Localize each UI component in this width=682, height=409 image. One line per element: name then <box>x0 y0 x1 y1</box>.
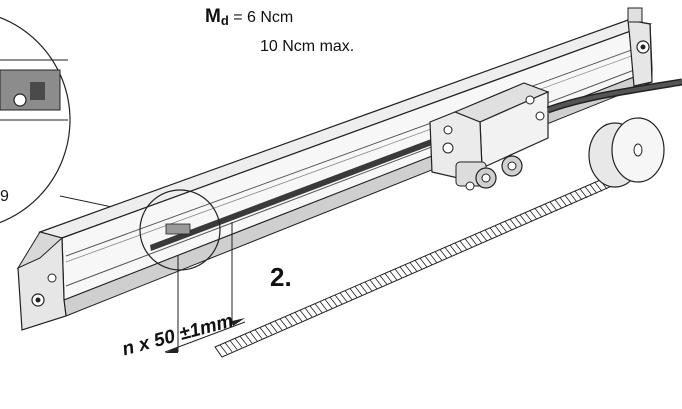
tape-tick <box>594 182 603 192</box>
tape-tick <box>224 342 233 352</box>
detail-circle <box>139 189 221 271</box>
tape-tick <box>279 318 288 329</box>
tape-tick <box>489 227 498 238</box>
tape-tick <box>309 305 318 316</box>
tape-tick <box>254 329 263 339</box>
torque-nominal-value: = 6 Ncm <box>228 9 294 26</box>
tape-tick <box>329 296 338 307</box>
tape-tick <box>454 242 463 253</box>
tape-tick <box>559 197 568 207</box>
tape-tick <box>564 195 573 205</box>
tape-tick <box>324 299 333 309</box>
tape-tick <box>569 192 578 203</box>
tape-reel-icon <box>588 117 665 188</box>
tape-tick <box>499 223 508 233</box>
tape-tick <box>374 277 383 287</box>
tape-tick <box>239 335 248 346</box>
tape-tick <box>334 294 343 305</box>
tape-tick <box>299 309 308 320</box>
tape-tick <box>539 205 548 216</box>
tape-tick <box>259 327 268 337</box>
tape-tick <box>379 275 388 285</box>
tape-tick <box>349 288 358 298</box>
left-end-cap <box>16 231 67 331</box>
tape-tick <box>584 186 593 196</box>
tape-tick <box>274 320 283 331</box>
tape-tick <box>544 203 553 214</box>
tape-tick <box>244 333 253 344</box>
tape-tick <box>404 264 413 274</box>
detail-partial-label: 9 <box>0 188 9 205</box>
tape-tick <box>459 240 468 251</box>
tape-tick <box>389 270 398 281</box>
tape-tick <box>354 286 363 296</box>
torque-max-label: 10 Ncm max. <box>260 38 355 55</box>
detail-magnifier <box>0 16 151 224</box>
tape-tick <box>484 229 493 240</box>
tape-tick <box>249 331 258 342</box>
measuring-tape <box>214 177 613 358</box>
cable <box>546 78 682 114</box>
tape-tick <box>384 273 393 283</box>
tape-tick <box>229 340 238 350</box>
tape-tick <box>509 218 518 229</box>
tape-tick <box>479 231 488 242</box>
tape-tick <box>424 255 433 266</box>
tape-tick <box>294 312 303 322</box>
tape-tick <box>289 314 298 324</box>
dimension-lines <box>164 222 246 353</box>
encoder-housing <box>38 19 653 317</box>
tape-tick <box>519 214 528 225</box>
tape-tick <box>364 281 373 292</box>
tape-tick <box>264 325 273 335</box>
right-end-cap <box>627 7 653 87</box>
tape-tick <box>284 316 293 326</box>
tape-tick <box>449 244 458 255</box>
tape-tick <box>269 322 278 333</box>
tape-tick <box>589 184 598 194</box>
tape-tick <box>514 216 523 227</box>
tape-tick <box>529 210 538 220</box>
tape-tick <box>574 190 583 201</box>
tape-tick <box>579 188 588 199</box>
torque-nominal-label: Md = 6 Ncm <box>205 6 293 28</box>
plug-connectors-icon <box>455 155 523 191</box>
tape-tick <box>314 303 323 313</box>
tape-tick <box>394 268 403 279</box>
tape-tick <box>339 292 348 303</box>
tape-tick <box>369 279 378 290</box>
tape-tick <box>474 234 483 244</box>
tape-tick <box>429 253 438 264</box>
step-number: 2. <box>270 262 292 292</box>
torque-symbol: M <box>205 6 221 27</box>
tape-tick <box>419 257 428 268</box>
tape-tick <box>359 283 368 294</box>
tape-tick <box>344 290 353 300</box>
tape-tick <box>439 249 448 259</box>
tape-tick <box>219 344 228 355</box>
tape-tick <box>494 225 503 235</box>
tape-tick <box>304 307 313 318</box>
tape-tick <box>434 251 443 261</box>
tape-tick <box>469 236 478 246</box>
tape-tick <box>464 238 473 248</box>
torque-subscript: d <box>220 13 229 28</box>
tape-tick <box>444 247 453 257</box>
tape-tick <box>549 201 558 212</box>
tape-tick <box>234 338 243 348</box>
tape-tick <box>504 221 513 231</box>
tape-tick <box>409 262 418 272</box>
tape-tick <box>524 212 533 222</box>
tape-tick <box>414 260 423 270</box>
tape-tick <box>534 208 543 218</box>
tape-tick <box>554 199 563 209</box>
tape-tick <box>319 301 328 311</box>
tape-tick <box>399 266 408 277</box>
